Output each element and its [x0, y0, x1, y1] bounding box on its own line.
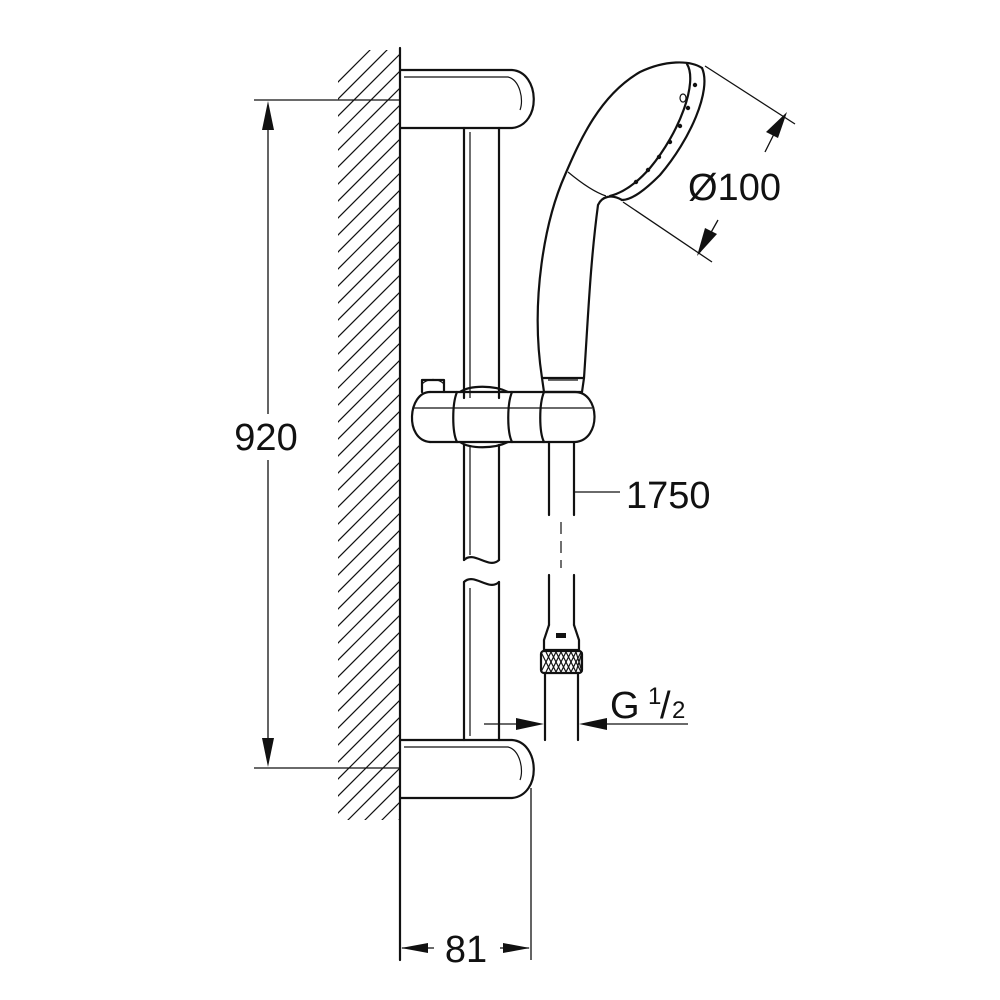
- rail-length-label: 920: [234, 417, 297, 459]
- hatch-line: [338, 665, 400, 729]
- hatch-line: [338, 189, 400, 253]
- diameter-dimension: Ø100: [622, 65, 796, 263]
- upper-wall-bracket: [398, 68, 535, 130]
- wall-hatching: [330, 50, 400, 957]
- hatch-line: [338, 223, 400, 287]
- hatch-line: [338, 50, 371, 83]
- knurl-line: [540, 651, 552, 673]
- thread-denominator-label: 2: [672, 697, 685, 724]
- hatch-line: [338, 427, 400, 491]
- diameter-label: Ø100: [688, 167, 781, 209]
- hatch-line: [338, 121, 400, 185]
- hand-shower: [536, 61, 706, 394]
- lower-wall-bracket: [398, 738, 535, 800]
- hatch-line: [338, 172, 400, 236]
- hatch-line: [338, 529, 400, 593]
- hatch-line: [338, 104, 400, 168]
- hatch-line: [330, 887, 400, 957]
- knurl-line: [555, 651, 567, 673]
- hatch-line: [338, 291, 400, 355]
- hatch-line: [338, 444, 400, 508]
- hatch-line: [364, 784, 400, 820]
- hatch-line: [330, 836, 400, 906]
- hatch-line: [338, 410, 400, 474]
- projection-label: 81: [445, 929, 487, 971]
- hatch-line: [338, 155, 400, 219]
- hatch-line: [338, 614, 400, 678]
- hatch-line: [338, 393, 400, 457]
- hatch-line: [347, 767, 400, 820]
- knurl-line: [580, 651, 583, 673]
- hatch-line: [338, 563, 400, 627]
- projection-dimension: 81: [401, 788, 532, 971]
- rail-slider-holder: [410, 378, 596, 449]
- hatch-line: [338, 257, 400, 321]
- hatch-line: [338, 274, 400, 338]
- hatch-line: [338, 87, 400, 151]
- knurl-line: [565, 651, 577, 673]
- hatch-line: [338, 359, 400, 423]
- hose-length-label: 1750: [626, 475, 711, 517]
- thread-dimension: G 1 / 2: [484, 683, 688, 730]
- hatch-line: [330, 870, 400, 940]
- hatch-line: [338, 50, 388, 100]
- knurl-line: [560, 651, 572, 673]
- hose-length-leader: 1750: [574, 475, 711, 517]
- hatch-line: [338, 240, 400, 304]
- hatch-line: [381, 801, 400, 820]
- hatch-line: [338, 682, 400, 746]
- knurl-line: [550, 651, 562, 673]
- hatch-line: [338, 342, 400, 406]
- hatch-line: [338, 716, 400, 780]
- hatch-line: [338, 580, 400, 644]
- knurl-line: [545, 651, 557, 673]
- hatch-line: [338, 648, 400, 712]
- hatch-line: [338, 53, 400, 117]
- shower-rail: [462, 126, 501, 742]
- hatch-line: [330, 853, 400, 923]
- thread-numerator-label: 1: [648, 683, 661, 710]
- hatch-line: [338, 597, 400, 661]
- knurl-line: [570, 651, 582, 673]
- thread-g-label: G: [610, 685, 640, 727]
- hatch-line: [338, 376, 400, 440]
- hatch-line: [338, 750, 400, 814]
- hatch-line: [338, 733, 400, 797]
- hatch-line: [338, 206, 400, 270]
- hatch-line: [338, 512, 400, 576]
- hatch-line: [338, 70, 400, 134]
- thread-slash-label: /: [660, 685, 671, 727]
- hatch-line: [398, 818, 400, 820]
- shower-hose: [539, 440, 584, 742]
- hatch-line: [338, 495, 400, 559]
- hatch-line: [338, 138, 400, 202]
- rail-length-dimension: 920: [224, 99, 400, 769]
- hatch-line: [338, 308, 400, 372]
- hatch-line: [338, 325, 400, 389]
- hatch-line: [338, 461, 400, 525]
- hatch-line: [338, 699, 400, 763]
- hatch-line: [338, 631, 400, 695]
- hatch-line: [338, 546, 400, 610]
- hatch-line: [338, 478, 400, 542]
